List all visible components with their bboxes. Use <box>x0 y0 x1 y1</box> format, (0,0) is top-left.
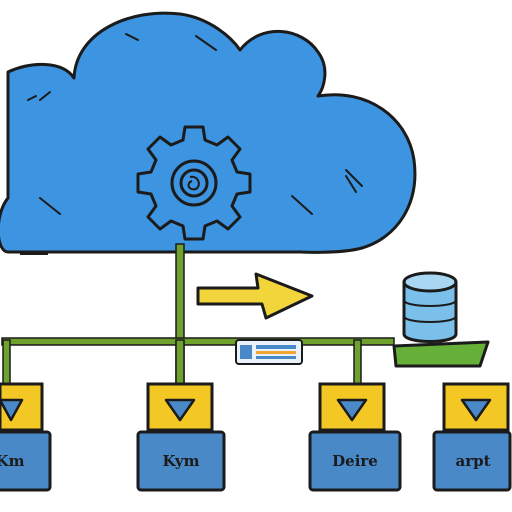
drop-line-2 <box>175 339 185 385</box>
connector-network <box>1 243 395 385</box>
database-platform <box>392 340 490 368</box>
drop-line-3 <box>353 339 362 385</box>
data-card-icon <box>235 339 303 365</box>
cloud <box>0 11 417 255</box>
horizontal-bus-line <box>1 337 395 346</box>
node-1[interactable]: Km <box>0 382 52 492</box>
node-label: Deire <box>332 452 378 470</box>
down-triangle-icon <box>164 398 196 422</box>
database-icon <box>392 271 490 368</box>
right-arrow-icon <box>196 272 314 320</box>
node-2[interactable]: Kym <box>136 382 226 492</box>
down-triangle-icon <box>460 398 492 422</box>
node-3[interactable]: Deire <box>308 382 402 492</box>
node-label: Kym <box>163 452 200 470</box>
down-triangle-icon <box>0 398 24 422</box>
node-label: arpt <box>455 452 490 470</box>
node-4[interactable]: arpt <box>432 382 512 492</box>
down-triangle-icon <box>336 398 368 422</box>
gear-icon <box>136 125 252 241</box>
cloud-shape <box>0 11 417 254</box>
cloud-shading <box>27 33 363 215</box>
drop-line-1 <box>2 339 11 385</box>
node-label: Km <box>0 452 25 470</box>
